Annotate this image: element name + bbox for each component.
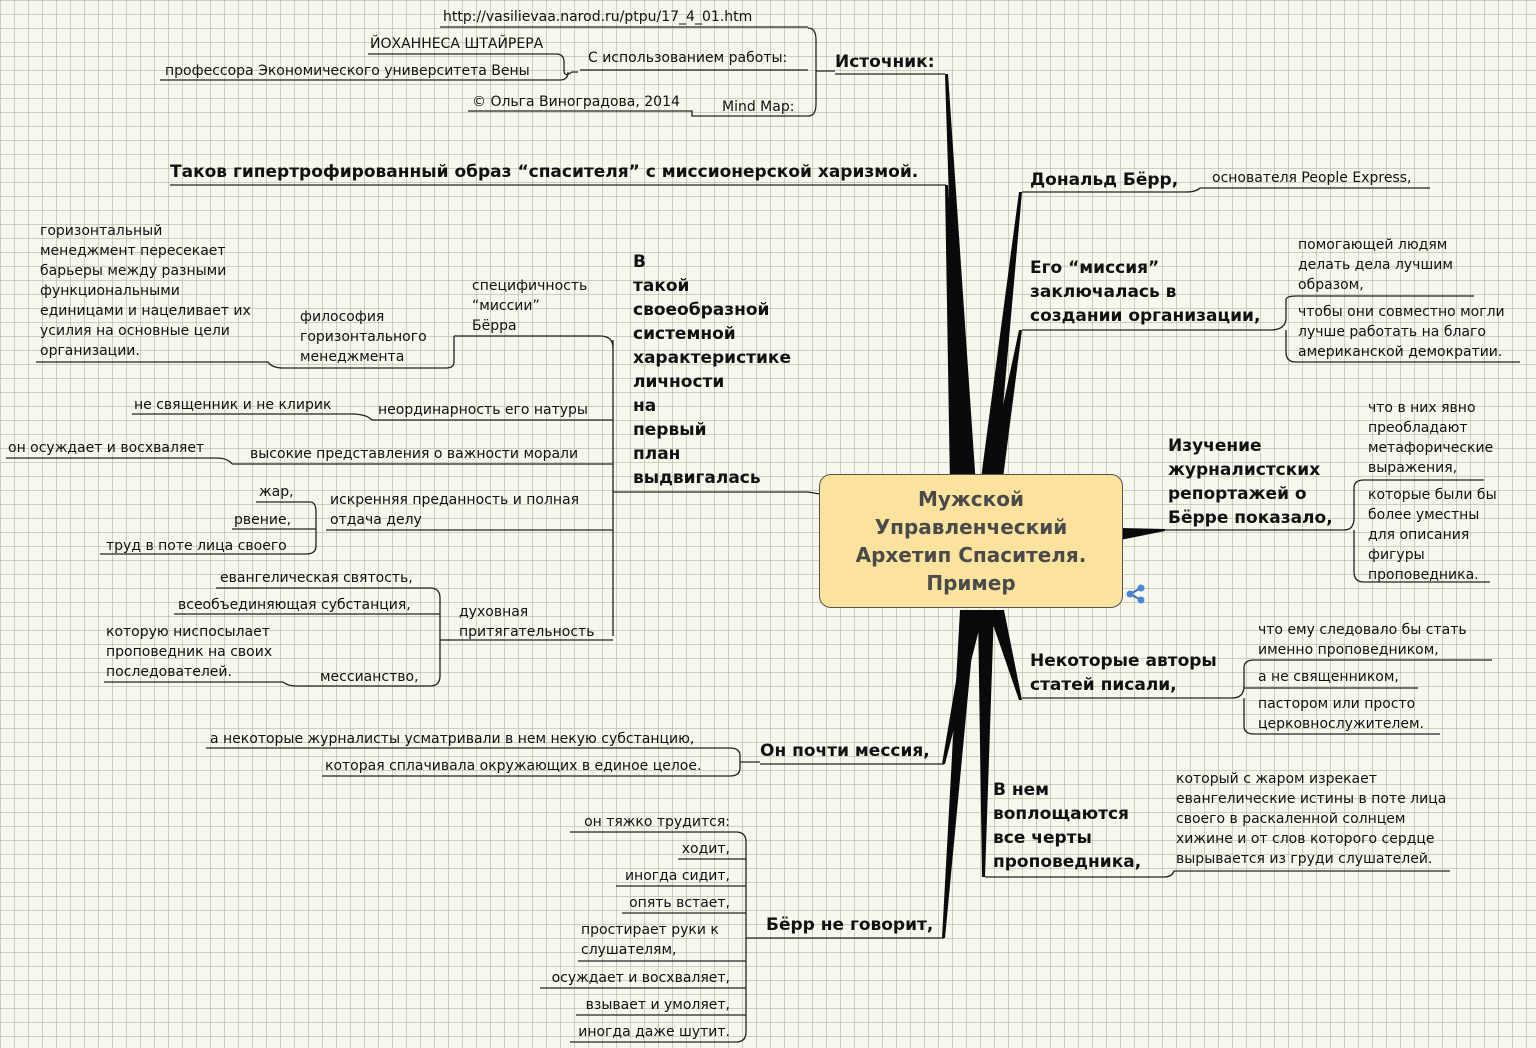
central-topic-title: Мужской Управленческий Архетип Спасителя… <box>855 487 1087 595</box>
pastor-or-clergyman: пастором или просто церковнослужителем. <box>1258 696 1425 732</box>
spiritual-attraction: духовная притягательность <box>459 604 595 640</box>
evangelical-holiness: евангелическая святость, <box>220 570 413 586</box>
mission-topic[interactable]: Его “миссия” заключалась в создании орга… <box>1030 258 1261 326</box>
labor-by-sweat: труд в поте лица своего <box>106 538 287 554</box>
should-be-preacher: что ему следовало бы стать именно пропов… <box>1258 622 1467 658</box>
sent-by-preacher: которую ниспосылает проповедник на своих… <box>106 624 273 680</box>
list-item: иногда сидит, <box>624 868 730 884</box>
burr-does-not-speak-topic[interactable]: Бёрр не говорит, <box>766 915 934 935</box>
authors-topic[interactable]: Некоторые авторы статей писали, <box>1030 651 1217 695</box>
source-author-desc: профессора Экономического университета В… <box>165 63 530 79</box>
share-link-icon[interactable] <box>1125 584 1147 604</box>
source-url: http://vasilievaa.narod.ru/ptpu/17_4_01.… <box>443 9 753 25</box>
hypertrophied-topic[interactable]: Таков гипертрофированный образ “спасител… <box>170 162 919 182</box>
metaphoric-expressions: что в них явно преобладают метафорически… <box>1368 400 1494 476</box>
list-item: ходит, <box>681 841 730 857</box>
source-author: ЙОХАННЕСА ШТАЙРЕРА <box>370 36 544 52</box>
central-topic[interactable]: Мужской Управленческий Архетип Спасителя… <box>819 474 1123 608</box>
messianism: мессианство, <box>320 669 419 685</box>
helping-people: помогающей людям делать дела лучшим обра… <box>1298 237 1453 293</box>
list-item: иногда даже шутит. <box>578 1024 730 1040</box>
list-item: взывает и умоляет, <box>585 997 730 1013</box>
preacher-traits-desc: который с жаром изрекает евангелические … <box>1176 771 1447 867</box>
source-copyright: © Ольга Виноградова, 2014 <box>472 94 680 110</box>
not-priest-nor-cleric: не священник и не клирик <box>134 397 332 413</box>
condemns-and-praises: он осуждает и восхваляет <box>8 440 205 456</box>
not-a-priest: а не священником, <box>1258 669 1399 685</box>
source-topic[interactable]: Источник: <box>835 52 935 72</box>
list-item: он тяжко трудится: <box>584 814 730 830</box>
source-with-work: С использованием работы: <box>588 50 788 66</box>
almost-messiah-topic[interactable]: Он почти мессия, <box>760 741 930 761</box>
list-item: опять встает, <box>629 895 730 911</box>
list-item: простирает руки к слушателям, <box>581 922 719 958</box>
heat: жар, <box>259 484 294 500</box>
unusual-nature: неординарность его натуры <box>378 402 588 418</box>
preacher-description: которые были бы более уместны для описан… <box>1368 487 1497 583</box>
people-express-founder: основателя People Express, <box>1212 170 1412 186</box>
journalists-saw-substance: а некоторые журналисты усматривали в нем… <box>210 731 695 747</box>
study-topic[interactable]: Изучение журналистских репортажей о Бёрр… <box>1168 436 1333 528</box>
list-item: осуждает и восхваляет, <box>551 970 730 986</box>
donald-burr-topic[interactable]: Дональд Бёрр, <box>1030 170 1179 190</box>
horizontal-management-philosophy: философия горизонтального менеджмента <box>300 309 427 365</box>
main-branches <box>942 74 1165 938</box>
zeal: рвение, <box>234 512 292 528</box>
specificity-of-mission: специфичность “миссии” Бёрра <box>472 278 588 334</box>
horizontal-management-desc: горизонтальный менеджмент пересекает бар… <box>40 223 251 359</box>
source-mindmap-label: Mind Map: <box>722 99 795 115</box>
sincere-devotion: искренняя преданность и полная отдача де… <box>330 492 580 528</box>
high-moral-standards: высокие представления о важности морали <box>250 446 579 462</box>
embodies-topic[interactable]: В нем воплощаются все черты проповедника… <box>993 780 1142 872</box>
unifying-substance: всеобъединяющая субстанция, <box>178 597 411 613</box>
unites-surroundings: которая сплачивала окружающих в единое ц… <box>325 758 702 774</box>
systemic-topic[interactable]: В такой своеобразной системной характери… <box>633 252 791 488</box>
work-together: чтобы они совместно могли лучше работать… <box>1298 304 1505 360</box>
